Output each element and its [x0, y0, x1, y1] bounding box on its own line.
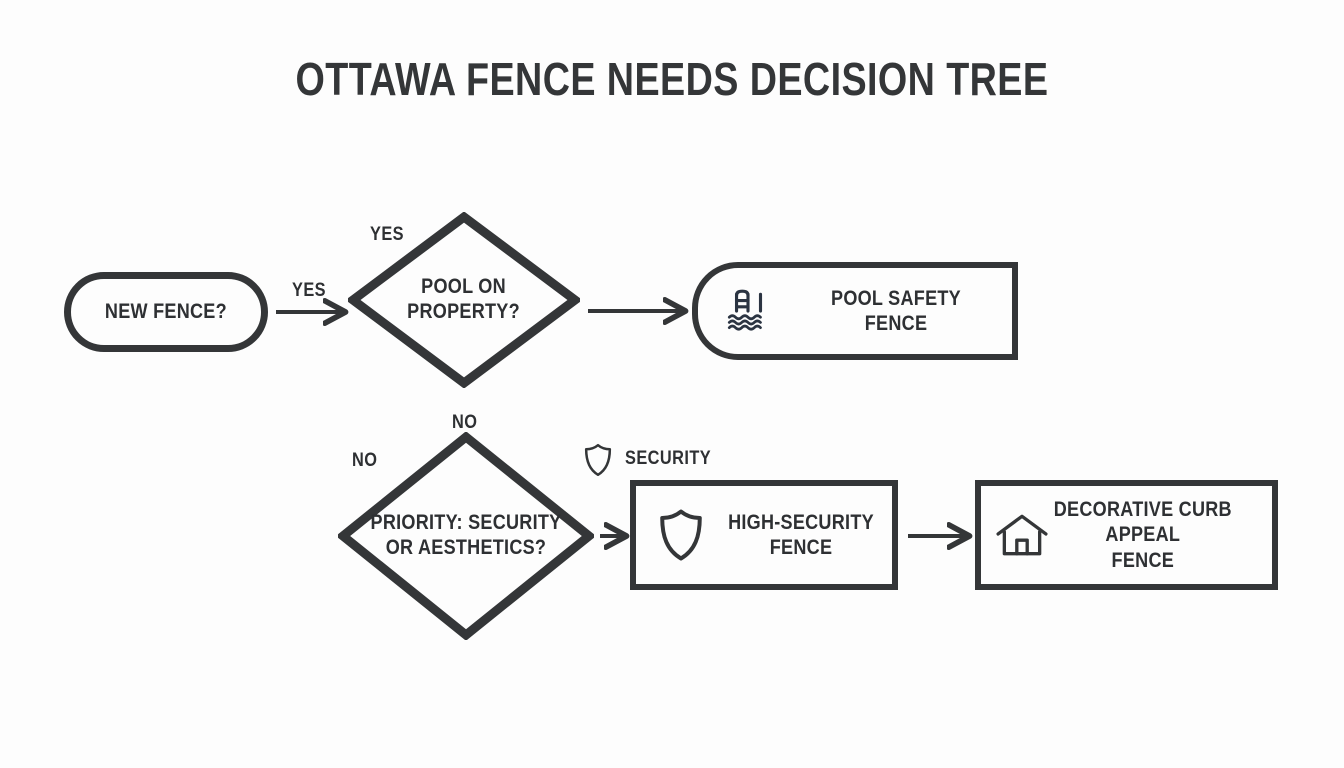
node-pool-safety-fence[interactable]: POOL SAFETY FENCE [692, 262, 1018, 360]
node-pool-safety-fence-label: POOL SAFETY FENCE [796, 286, 996, 336]
pool-outcome-line-1: POOL SAFETY [831, 286, 961, 310]
edge-label-yes-from-start: YES [292, 280, 326, 301]
edge-label-no-below-pool: NO [452, 412, 478, 433]
node-new-fence[interactable]: NEW FENCE? [64, 272, 268, 352]
node-decorative-curb-appeal-fence[interactable]: DECORATIVE CURB APPEAL FENCE [975, 480, 1278, 590]
node-decorative-curb-appeal-fence-label: DECORATIVE CURB APPEAL FENCE [1024, 497, 1254, 573]
node-high-security-fence-label: HIGH-SECURITY FENCE [723, 510, 880, 560]
security-outcome-line-2: FENCE [769, 536, 833, 559]
edge-label-no-left-priority: NO [352, 450, 378, 471]
decorative-outcome-line-1: DECORATIVE CURB APPEAL [1053, 498, 1232, 547]
edge-label-security: SECURITY [625, 448, 712, 469]
pool-outcome-line-2: FENCE [864, 312, 928, 335]
page-title: OTTAWA FENCE NEEDS DECISION TREE [295, 53, 1049, 105]
diamond-shape-pool [348, 212, 580, 388]
node-new-fence-label: NEW FENCE? [105, 299, 227, 323]
pool-ladder-icon [720, 286, 776, 336]
shield-icon [654, 508, 708, 562]
security-outcome-line-1: HIGH-SECURITY [728, 510, 874, 534]
decorative-outcome-line-2: FENCE [1111, 548, 1175, 572]
node-high-security-fence[interactable]: HIGH-SECURITY FENCE [630, 480, 898, 590]
security-label-shield-icon [583, 443, 613, 477]
diamond-shape-priority [338, 432, 594, 640]
house-icon [993, 510, 1051, 560]
edge-label-yes-above-pool: YES [370, 224, 404, 245]
